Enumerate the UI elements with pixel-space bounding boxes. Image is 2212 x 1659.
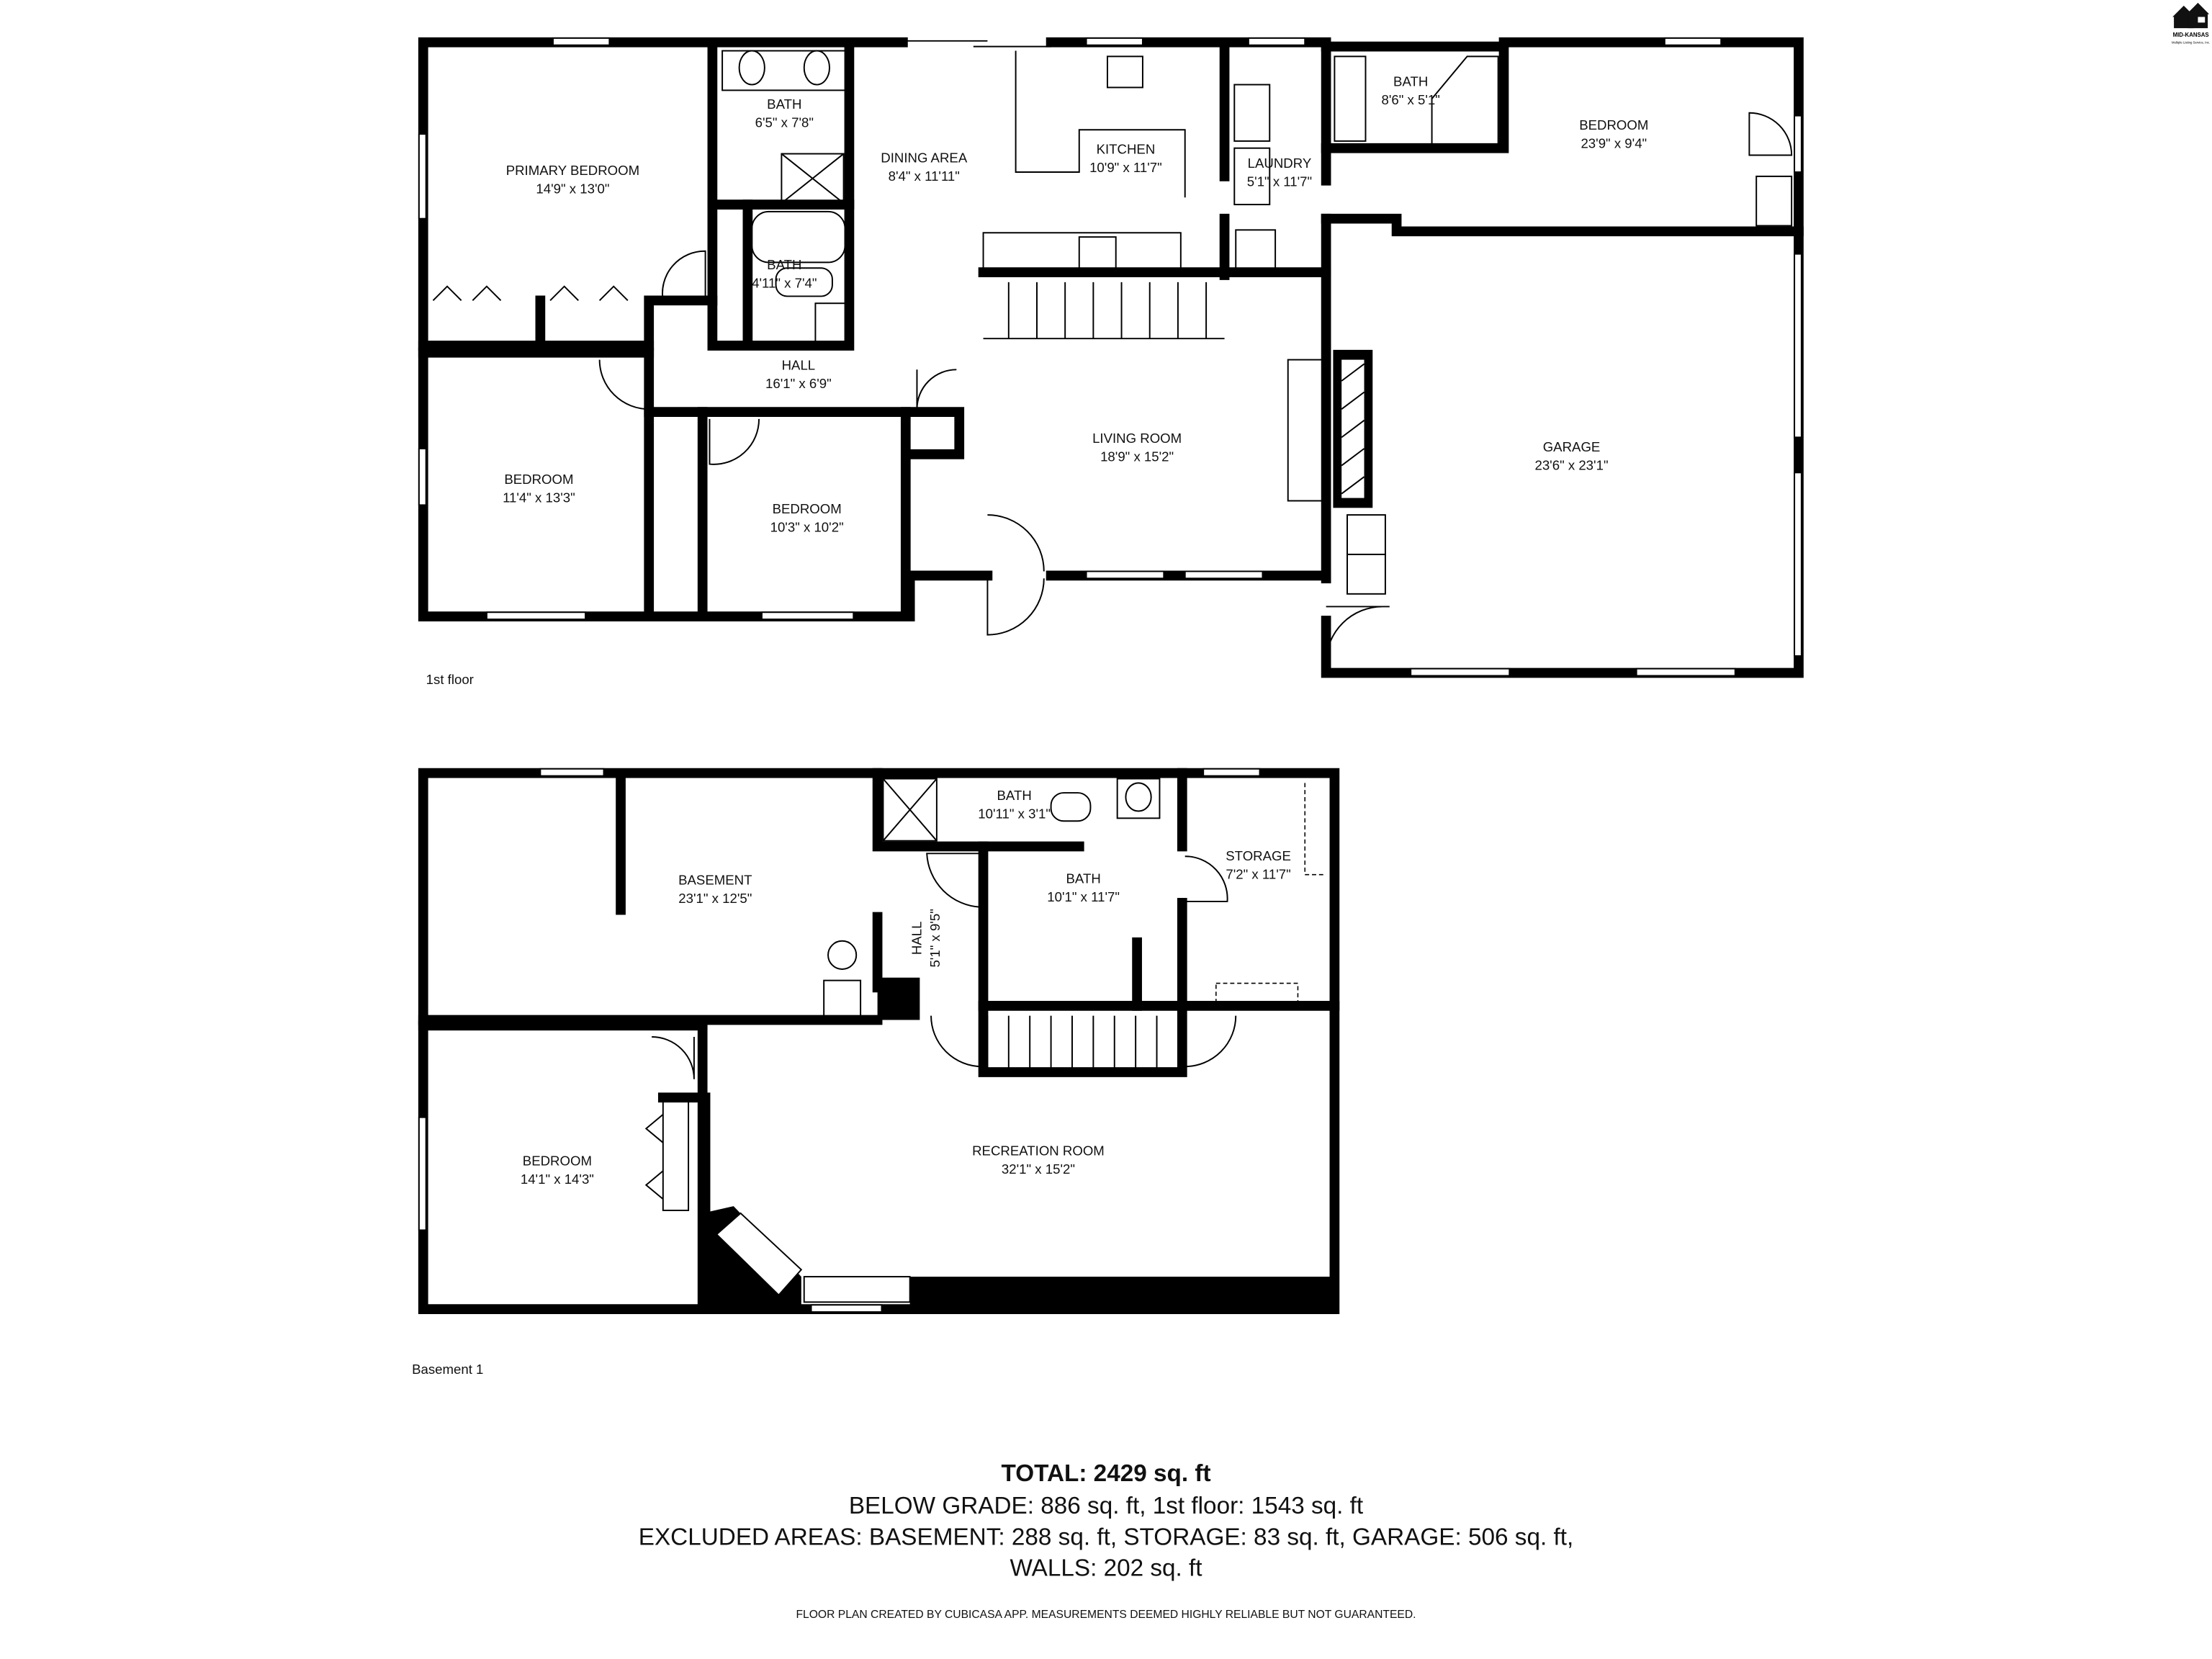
room-bath-hall: BATH 4'11" x 7'4"	[752, 257, 817, 290]
svg-text:10'11" x 3'1": 10'11" x 3'1"	[978, 806, 1051, 821]
room-recreation-room: RECREATION ROOM 32'1" x 15'2"	[972, 1143, 1105, 1177]
svg-text:BEDROOM: BEDROOM	[504, 472, 573, 487]
svg-text:LAUNDRY: LAUNDRY	[1248, 156, 1312, 171]
svg-text:BATH: BATH	[767, 257, 801, 272]
basement-label: Basement 1	[412, 1362, 483, 1377]
basement-fixtures	[644, 778, 1326, 1211]
basement-windows	[418, 768, 1261, 1313]
room-dining-area: DINING AREA 8'4" x 11'11"	[881, 150, 968, 183]
svg-text:BEDROOM: BEDROOM	[1579, 117, 1648, 132]
svg-text:BATH: BATH	[1066, 871, 1101, 886]
svg-text:8'6" x 5'1": 8'6" x 5'1"	[1381, 92, 1439, 107]
svg-text:10'1" x 11'7": 10'1" x 11'7"	[1047, 889, 1120, 904]
first-floor-windows	[418, 37, 1802, 677]
svg-text:BATH: BATH	[1393, 74, 1428, 89]
walls-area: WALLS: 202 sq. ft	[1010, 1555, 1202, 1581]
first-floor-room-labels: PRIMARY BEDROOM 14'9" x 13'0" BATH 6'5" x …	[503, 74, 1648, 535]
logo-subtext: Multiple Listing Service, Inc.	[2172, 41, 2210, 45]
svg-text:KITCHEN: KITCHEN	[1097, 142, 1156, 157]
svg-text:32'1" x 15'2": 32'1" x 15'2"	[1002, 1161, 1075, 1177]
svg-text:23'1" x 12'5": 23'1" x 12'5"	[678, 891, 752, 906]
disclaimer: FLOOR PLAN CREATED BY CUBICASA APP. MEAS…	[796, 1609, 1416, 1621]
basement-walls	[418, 768, 1340, 1314]
room-garage: GARAGE 23'6" x 23'1"	[1534, 439, 1608, 472]
room-living-room: LIVING ROOM 18'9" x 15'2"	[1092, 431, 1182, 464]
room-bath-primary: BATH 6'5" x 7'8"	[755, 96, 814, 130]
svg-text:GARAGE: GARAGE	[1543, 439, 1601, 454]
logo-text: MID-KANSAS	[2173, 32, 2209, 38]
svg-text:11'4" x 13'3": 11'4" x 13'3"	[503, 490, 575, 505]
svg-text:18'9" x 15'2": 18'9" x 15'2"	[1100, 449, 1174, 464]
room-primary-bedroom: PRIMARY BEDROOM 14'9" x 13'0"	[506, 163, 639, 196]
svg-text:4'11" x 7'4": 4'11" x 7'4"	[752, 276, 817, 291]
svg-text:PRIMARY BEDROOM: PRIMARY BEDROOM	[506, 163, 639, 178]
room-bath-large: BATH 10'1" x 11'7"	[1047, 871, 1120, 904]
svg-text:BATH: BATH	[997, 788, 1032, 803]
excluded-areas: EXCLUDED AREAS: BASEMENT: 288 sq. ft, ST…	[639, 1524, 1573, 1550]
svg-text:23'9" x 9'4": 23'9" x 9'4"	[1581, 136, 1647, 151]
room-basement: BASEMENT 23'1" x 12'5"	[678, 872, 752, 905]
svg-text:HALL: HALL	[909, 922, 924, 956]
room-bedroom-middle: BEDROOM 10'3" x 10'2"	[770, 501, 844, 534]
room-bedroom-west: BEDROOM 11'4" x 13'3"	[503, 472, 575, 505]
svg-text:5'1" x 9'5": 5'1" x 9'5"	[927, 909, 943, 967]
svg-text:BASEMENT: BASEMENT	[678, 872, 752, 887]
svg-text:5'1" x 11'7": 5'1" x 11'7"	[1247, 174, 1312, 189]
svg-text:BEDROOM: BEDROOM	[523, 1153, 592, 1168]
total-area: TOTAL: 2429 sq. ft	[1001, 1460, 1210, 1487]
svg-text:6'5" x 7'8": 6'5" x 7'8"	[755, 114, 814, 130]
room-hall: HALL 16'1" x 6'9"	[765, 357, 832, 390]
room-bedroom-east: BEDROOM 23'9" x 9'4"	[1579, 117, 1648, 150]
svg-text:DINING AREA: DINING AREA	[881, 150, 968, 165]
logo: MID-KANSAS Multiple Listing Service, Inc…	[2172, 2, 2210, 45]
room-laundry: LAUNDRY 5'1" x 11'7"	[1247, 156, 1312, 189]
svg-text:8'4" x 11'11": 8'4" x 11'11"	[889, 168, 960, 184]
room-storage: STORAGE 7'2" x 11'7"	[1226, 848, 1291, 881]
room-bath-east: BATH 8'6" x 5'1"	[1381, 74, 1439, 107]
svg-text:BATH: BATH	[767, 96, 801, 112]
svg-text:14'9" x 13'0": 14'9" x 13'0"	[536, 181, 609, 196]
first-floor-label: 1st floor	[426, 672, 474, 687]
svg-text:23'6" x 23'1": 23'6" x 23'1"	[1534, 457, 1608, 472]
area-summary: TOTAL: 2429 sq. ft BELOW GRADE: 886 sq. …	[639, 1460, 1573, 1621]
room-bath-small: BATH 10'11" x 3'1"	[978, 788, 1051, 821]
svg-text:STORAGE: STORAGE	[1226, 848, 1291, 863]
svg-text:7'2" x 11'7": 7'2" x 11'7"	[1226, 867, 1290, 882]
room-bedroom-basement: BEDROOM 14'1" x 14'3"	[521, 1153, 594, 1186]
svg-text:14'1" x 14'3": 14'1" x 14'3"	[521, 1172, 594, 1187]
first-floor-fixtures	[432, 50, 1793, 663]
first-floor-plan: PRIMARY BEDROOM 14'9" x 13'0" BATH 6'5" x …	[418, 37, 1804, 687]
svg-text:16'1" x 6'9": 16'1" x 6'9"	[765, 376, 832, 391]
svg-text:10'9" x 11'7": 10'9" x 11'7"	[1089, 160, 1162, 175]
svg-text:LIVING ROOM: LIVING ROOM	[1092, 431, 1182, 446]
room-kitchen: KITCHEN 10'9" x 11'7"	[1089, 142, 1162, 175]
svg-text:10'3" x 10'2": 10'3" x 10'2"	[770, 520, 844, 535]
below-grade-area: BELOW GRADE: 886 sq. ft, 1st floor: 1543…	[849, 1493, 1363, 1519]
svg-text:RECREATION ROOM: RECREATION ROOM	[972, 1143, 1105, 1159]
svg-text:HALL: HALL	[782, 357, 816, 372]
svg-text:BEDROOM: BEDROOM	[773, 501, 842, 516]
